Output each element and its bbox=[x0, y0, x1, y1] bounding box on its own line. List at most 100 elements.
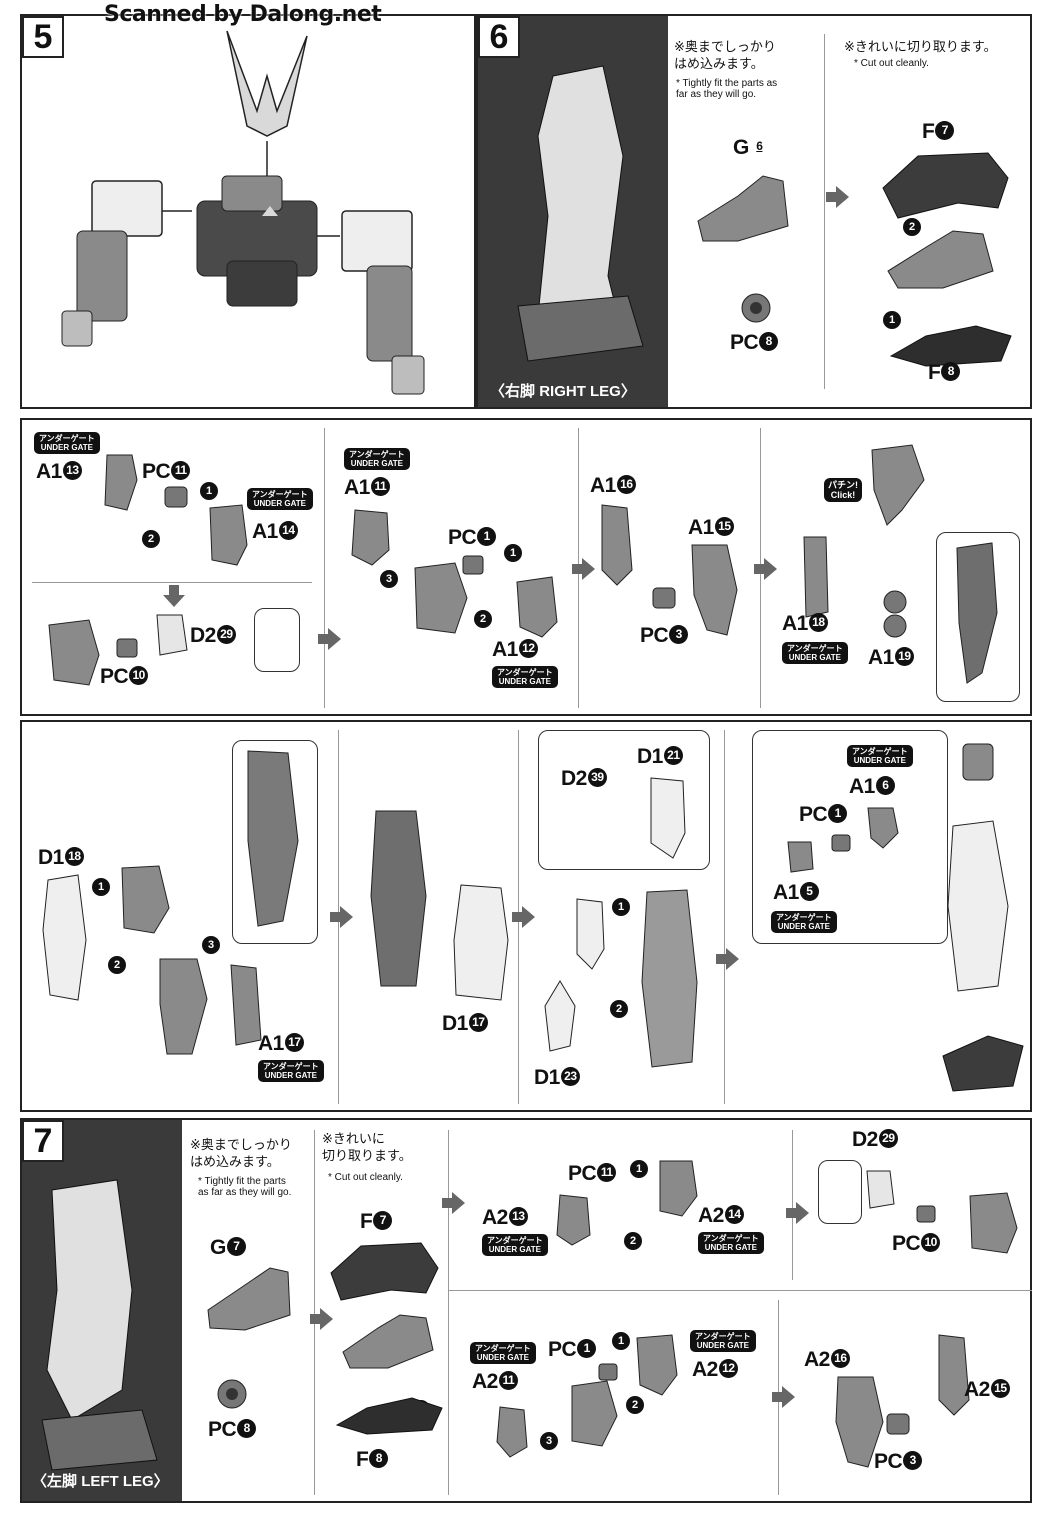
f7-step7-letter: F bbox=[360, 1210, 373, 1233]
a1-13-letter: A1 bbox=[36, 460, 62, 483]
row3-s3-order-1: 1 bbox=[612, 898, 630, 916]
row2-s1-down-arrow bbox=[163, 585, 185, 607]
a1-18-part bbox=[803, 536, 829, 618]
assembled-inner-frame bbox=[956, 542, 998, 684]
d2-29-assembly bbox=[48, 619, 100, 686]
d1-17-armor-part bbox=[453, 884, 509, 1001]
torso-assembly-illustration bbox=[61, 30, 425, 395]
step6-divider bbox=[824, 34, 825, 389]
step-5-panel: 5 bbox=[20, 14, 476, 409]
g6-foot-part bbox=[697, 175, 789, 242]
pc3-part bbox=[652, 587, 676, 609]
step7-r2-order-2: 2 bbox=[626, 1396, 644, 1414]
badge-en: UNDER GATE bbox=[788, 653, 841, 662]
a2-14-number: 14 bbox=[724, 1204, 744, 1224]
d1-21-letter: D1 bbox=[637, 745, 663, 768]
a1-17-letter: A1 bbox=[258, 1032, 284, 1055]
badge-jp: アンダーゲート bbox=[776, 913, 832, 922]
d2-29-step7-letter: D2 bbox=[852, 1128, 878, 1151]
a1-18-number: 18 bbox=[808, 612, 828, 632]
a1-13-part bbox=[104, 454, 138, 511]
inner-frame-detail-inset bbox=[232, 740, 318, 944]
pc8-step7-number: 8 bbox=[237, 1418, 257, 1438]
a1-14-number: 14 bbox=[278, 520, 298, 540]
a1-6-part bbox=[867, 807, 899, 849]
d2-29-detail-inset bbox=[254, 608, 300, 672]
d1-23-number: 23 bbox=[560, 1066, 580, 1086]
pc10-step7-number: 10 bbox=[921, 1232, 941, 1252]
pc1-row3-part bbox=[831, 834, 851, 852]
d1-21-number: 21 bbox=[663, 745, 683, 765]
f8-step7-letter: F bbox=[356, 1448, 369, 1471]
click-jp: パチン! bbox=[828, 480, 858, 490]
step7-fit-note-jp: ※奥までしっかり はめ込みます。 bbox=[190, 1137, 292, 1169]
row3-arrow-1 bbox=[330, 906, 353, 928]
a2-11-letter: A2 bbox=[472, 1370, 498, 1393]
a2-15-part bbox=[938, 1334, 970, 1416]
step-6-panel: 〈右脚 RIGHT LEG〉 6 ※奥までしっかり はめ込みます。 * Tigh… bbox=[476, 14, 1032, 409]
a1-16-part bbox=[601, 504, 633, 586]
inner-frame-detail bbox=[247, 750, 299, 927]
step7-r2-order-3: 3 bbox=[540, 1432, 558, 1450]
step6-fit-note-en: * Tightly fit the parts as far as they w… bbox=[676, 78, 778, 100]
d1-18-letter: D1 bbox=[38, 846, 64, 869]
left-leg-caption-jp: 〈左脚 bbox=[32, 1473, 78, 1490]
step7-r2-order-1: 1 bbox=[612, 1332, 630, 1350]
badge-en: UNDER GATE bbox=[696, 1341, 749, 1350]
row2-arrow-2 bbox=[572, 558, 595, 580]
d2-29-letter: D2 bbox=[190, 624, 216, 647]
click-en: Click! bbox=[830, 490, 856, 500]
d1-18-part bbox=[42, 874, 87, 1001]
pc3-letter: PC bbox=[640, 624, 669, 647]
f7-step7-number: 7 bbox=[373, 1210, 393, 1230]
a1-15-part bbox=[691, 544, 738, 636]
pc10-step7-letter: PC bbox=[892, 1232, 921, 1255]
pc3-step7-part bbox=[886, 1413, 910, 1435]
step7-r1-order-1: 1 bbox=[630, 1160, 648, 1178]
a1-11-letter: A1 bbox=[344, 476, 370, 499]
row2-divider-1 bbox=[324, 428, 325, 708]
pc3-step7-letter: PC bbox=[874, 1450, 903, 1473]
f-assembly-middle bbox=[887, 230, 994, 289]
pc8-step7-part bbox=[217, 1379, 247, 1409]
a1-18-letter: A1 bbox=[782, 612, 808, 635]
a2-13-letter: A2 bbox=[482, 1206, 508, 1229]
f7-step7-frame bbox=[330, 1242, 439, 1301]
a1-5-part bbox=[787, 841, 814, 873]
d1-18-number: 18 bbox=[64, 846, 84, 866]
pc1-step7-letter: PC bbox=[548, 1338, 577, 1361]
d2-29-part bbox=[156, 614, 188, 656]
a1-5-number: 5 bbox=[799, 881, 819, 901]
a2-13-part bbox=[556, 1194, 591, 1246]
a2-16-number: 16 bbox=[830, 1348, 850, 1368]
badge-jp: アンダーゲート bbox=[252, 490, 308, 499]
step7-cut-note-jp: ※きれいに 切り取ります。 bbox=[322, 1131, 412, 1163]
a1-13-number: 13 bbox=[62, 460, 82, 480]
row3-divider-3 bbox=[724, 730, 725, 1104]
badge-en: UNDER GATE bbox=[777, 922, 830, 931]
badge-jp: アンダーゲート bbox=[475, 1344, 531, 1353]
row3-order-3: 3 bbox=[202, 936, 220, 954]
a2-11-inner-part bbox=[571, 1380, 618, 1447]
step-6-number: 6 bbox=[478, 16, 520, 58]
